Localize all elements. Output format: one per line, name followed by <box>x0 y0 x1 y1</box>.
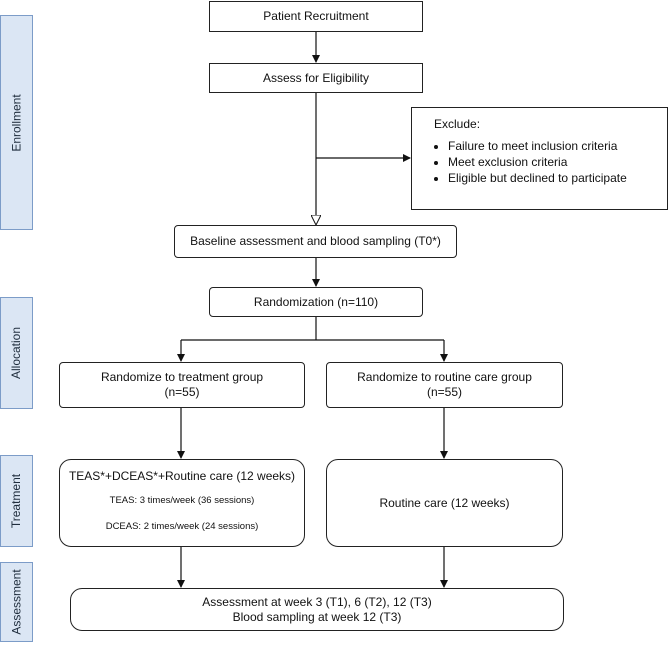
phase-treatment-label: Treatment <box>9 473 24 529</box>
treatment-detail-dceas: DCEAS: 2 times/week (24 sessions) <box>105 521 259 532</box>
eligibility-box: Assess for Eligibility <box>209 63 423 93</box>
phase-treatment: Treatment <box>0 455 33 547</box>
exclude-title: Exclude: <box>434 117 481 131</box>
routine-group-box: Randomize to routine care group (n=55) <box>326 362 563 408</box>
treatment-group-count: (n=55) <box>164 385 200 399</box>
assessment-line1: Assessment at week 3 (T1), 6 (T2), 12 (T… <box>202 594 432 609</box>
randomization-box: Randomization (n=110) <box>209 287 423 317</box>
assessment-box: Assessment at week 3 (T1), 6 (T2), 12 (T… <box>70 588 564 631</box>
exclude-box: Exclude: Failure to meet inclusion crite… <box>411 107 668 210</box>
phase-enrollment: Enrollment <box>0 15 33 230</box>
exclude-list: Failure to meet inclusion criteria Meet … <box>434 138 657 186</box>
treatment-group-label: Randomize to treatment group <box>100 370 264 384</box>
exclude-item: Meet exclusion criteria <box>448 154 657 170</box>
baseline-label: Baseline assessment and blood sampling (… <box>190 234 441 248</box>
routine-detail-label: Routine care (12 weeks) <box>379 495 510 510</box>
baseline-box: Baseline assessment and blood sampling (… <box>174 225 457 258</box>
exclude-item: Eligible but declined to participate <box>448 170 657 186</box>
routine-group-count: (n=55) <box>426 385 463 399</box>
eligibility-label: Assess for Eligibility <box>262 70 370 85</box>
phase-assessment-label: Assessment <box>9 569 24 635</box>
phase-allocation: Allocation <box>0 297 33 409</box>
phase-enrollment-label: Enrollment <box>9 93 24 152</box>
recruitment-label: Patient Recruitment <box>263 9 369 23</box>
randomization-label: Randomization (n=110) <box>253 294 379 309</box>
exclude-item: Failure to meet inclusion criteria <box>448 138 657 154</box>
treatment-group-box: Randomize to treatment group (n=55) <box>59 362 305 408</box>
phase-assessment: Assessment <box>0 562 33 642</box>
routine-group-label: Randomize to routine care group <box>357 370 532 384</box>
routine-detail-box: Routine care (12 weeks) <box>326 459 563 547</box>
phase-allocation-label: Allocation <box>9 326 24 380</box>
recruitment-box: Patient Recruitment <box>209 1 423 32</box>
treatment-detail-title: TEAS*+DCEAS*+Routine care (12 weeks) <box>68 469 296 483</box>
treatment-detail-box: TEAS*+DCEAS*+Routine care (12 weeks) TEA… <box>59 459 305 547</box>
treatment-detail-teas: TEAS: 3 times/week (36 sessions) <box>109 495 255 506</box>
assessment-line2: Blood sampling at week 12 (T3) <box>232 609 402 624</box>
